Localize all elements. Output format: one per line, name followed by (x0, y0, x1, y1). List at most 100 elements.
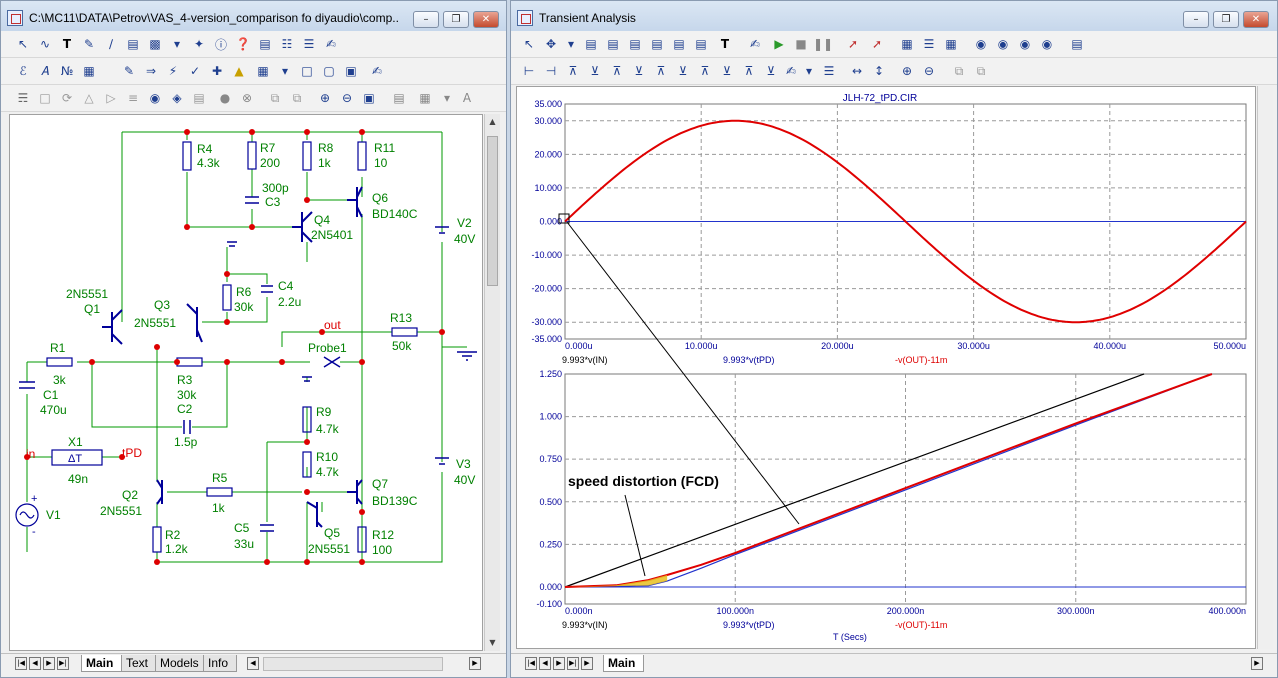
check-icon[interactable]: ✓ (189, 64, 201, 78)
properties-icon[interactable]: ✍ (749, 37, 761, 51)
page-icon[interactable]: □ (301, 64, 313, 78)
text-tool-icon[interactable]: T (62, 37, 72, 51)
next-page-icon[interactable]: ▶ (581, 657, 593, 670)
tab-main[interactable]: Main (603, 655, 645, 672)
zoom-in-icon[interactable]: ⊕ (319, 91, 331, 105)
scroll-thumb[interactable] (487, 136, 498, 286)
minimize-icon[interactable]: – (413, 11, 439, 28)
low-mode-icon[interactable]: ⊻ (634, 64, 644, 78)
restore-icon[interactable]: ❐ (443, 11, 469, 28)
page-1-icon[interactable]: ▦ (901, 37, 913, 51)
schematic-canvas[interactable]: R4 4.3k R7 200 R8 1k R11 10 300p C3 Q6 B… (9, 114, 483, 651)
slope-icon[interactable]: ⊻ (766, 64, 776, 78)
dropdown-arrow-icon[interactable]: ▾ (443, 91, 451, 105)
select-arrow-icon[interactable]: ↖ (17, 37, 29, 51)
analysis-title-bar[interactable]: Transient Analysis – ❐ ✕ (511, 1, 1277, 35)
find-icon[interactable]: ◉ (149, 91, 161, 105)
paste-icon[interactable]: ⧉ (292, 90, 302, 105)
info-icon[interactable]: ⓘ (214, 37, 227, 52)
wire-icon[interactable]: ∿ (39, 37, 51, 51)
valley-mode-icon[interactable]: ⊻ (590, 64, 600, 78)
line-tool-icon[interactable]: ∕ (108, 37, 114, 51)
minimize-icon[interactable]: – (1183, 11, 1209, 28)
global-low-icon[interactable]: ⊼ (700, 64, 710, 78)
schematic-vertical-scrollbar[interactable]: ▲ ▼ (484, 114, 500, 651)
rotate-icon[interactable]: ⟳ (61, 91, 73, 105)
help-icon[interactable]: ❓ (235, 37, 251, 51)
dropdown-arrow-icon[interactable]: ▾ (805, 64, 813, 78)
flip-icon[interactable]: ▷ (106, 91, 116, 105)
scroll-right-icon[interactable]: ▶ (1251, 657, 1263, 670)
pause-icon[interactable]: ❚❚ (812, 37, 834, 51)
cursor-mode-2-icon[interactable]: ⊣ (545, 64, 557, 78)
prev-sheet-icon[interactable]: ◀ (29, 657, 41, 670)
paste-icon[interactable]: ✍ (785, 64, 797, 78)
scroll-down-icon[interactable]: ▼ (489, 638, 496, 647)
dropdown-arrow-icon[interactable]: ▾ (567, 37, 575, 51)
schematic-title-bar[interactable]: C:\MC11\DATA\Petrov\VAS_4-version_compar… (1, 1, 506, 35)
text-tool-icon[interactable]: T (720, 37, 730, 51)
scroll-right-icon[interactable]: ▶ (469, 657, 481, 670)
global-high-icon[interactable]: ⊻ (678, 64, 688, 78)
inflection-mode-icon[interactable]: ⊼ (656, 64, 666, 78)
zoom-out-icon[interactable]: ⊖ (341, 91, 353, 105)
properties-icon[interactable]: ☷ (281, 37, 293, 51)
plus-icon[interactable]: ✚ (211, 64, 223, 78)
grid-snap-icon[interactable]: ☴ (17, 91, 29, 105)
pencil-icon[interactable]: ✎ (83, 37, 95, 51)
dropdown-arrow-icon[interactable]: ▾ (173, 37, 181, 51)
arrows-icon[interactable]: ⇒ (145, 64, 157, 78)
zoom-find-icon[interactable]: ◈ (172, 91, 182, 105)
library-icon[interactable]: ▤ (259, 37, 271, 51)
rubberband-icon[interactable]: ➚ (847, 37, 859, 51)
scale-x-icon[interactable]: ↔ (851, 64, 863, 78)
bus-icon[interactable]: ▩ (149, 37, 161, 51)
dropdown-arrow-icon[interactable]: ▾ (281, 64, 289, 78)
cursor-2-icon[interactable]: ◉ (997, 37, 1009, 51)
text-size-icon[interactable]: A (462, 91, 472, 105)
warning-icon[interactable]: ▲ (234, 64, 244, 78)
performance-tag-icon[interactable]: ▤ (695, 37, 707, 51)
window-properties-icon[interactable]: ▤ (1071, 37, 1083, 51)
zoom-clear-icon[interactable]: ◉ (1041, 37, 1053, 51)
tab-info[interactable]: Info (203, 655, 238, 672)
close-icon[interactable]: ✕ (1243, 11, 1269, 28)
scroll-up-icon[interactable]: ▲ (489, 117, 496, 126)
clipboard-icon[interactable]: ✍ (371, 64, 383, 78)
grid-icon[interactable]: ▦ (257, 64, 269, 78)
scroll-left-icon[interactable]: ◀ (247, 657, 259, 670)
box-icon[interactable]: □ (39, 91, 51, 105)
horizontal-scrollbar[interactable] (263, 657, 443, 671)
grid-text-icon[interactable]: ▦ (83, 64, 95, 78)
plot-vertical-scrollbar[interactable] (1257, 86, 1273, 649)
page-3-icon[interactable]: ▦ (945, 37, 957, 51)
restore-icon[interactable]: ❐ (1213, 11, 1239, 28)
copy-icon[interactable]: ⧉ (270, 90, 280, 105)
first-sheet-icon[interactable]: |◀ (15, 657, 27, 670)
last-sheet-icon[interactable]: ▶| (57, 657, 69, 670)
tab-main[interactable]: Main (81, 655, 123, 672)
close-icon[interactable]: ✕ (473, 11, 499, 28)
paste-icon[interactable]: ⧉ (976, 63, 986, 78)
list-icon[interactable]: ☰ (823, 64, 835, 78)
zoom-fit-icon[interactable]: ▣ (363, 91, 375, 105)
title-block-icon[interactable]: ▣ (345, 64, 357, 78)
mirror-icon[interactable]: △ (84, 91, 94, 105)
cursor-1-icon[interactable]: ◉ (975, 37, 987, 51)
tab-models[interactable]: Models (155, 655, 208, 672)
bus-tool-icon[interactable]: ▤ (193, 91, 205, 105)
node-names-icon[interactable]: 𝐴 (41, 63, 49, 78)
top-icon[interactable]: ⊻ (722, 64, 732, 78)
last-sheet-icon[interactable]: ▶| (567, 657, 579, 670)
schematic-window[interactable]: C:\MC11\DATA\Petrov\VAS_4-version_compar… (0, 0, 507, 678)
zoom-out-icon[interactable]: ⊖ (923, 64, 935, 78)
clipboard-icon[interactable]: ✍ (325, 37, 337, 51)
horizontal-tag-icon[interactable]: ▤ (629, 37, 641, 51)
tile-icon[interactable]: ▦ (419, 91, 431, 105)
tag-icon[interactable]: ▤ (607, 37, 619, 51)
schematic-drawing[interactable]: R4 4.3k R7 200 R8 1k R11 10 300p C3 Q6 B… (10, 115, 483, 651)
prev-sheet-icon[interactable]: ◀ (539, 657, 551, 670)
tab-text[interactable]: Text (121, 655, 158, 672)
